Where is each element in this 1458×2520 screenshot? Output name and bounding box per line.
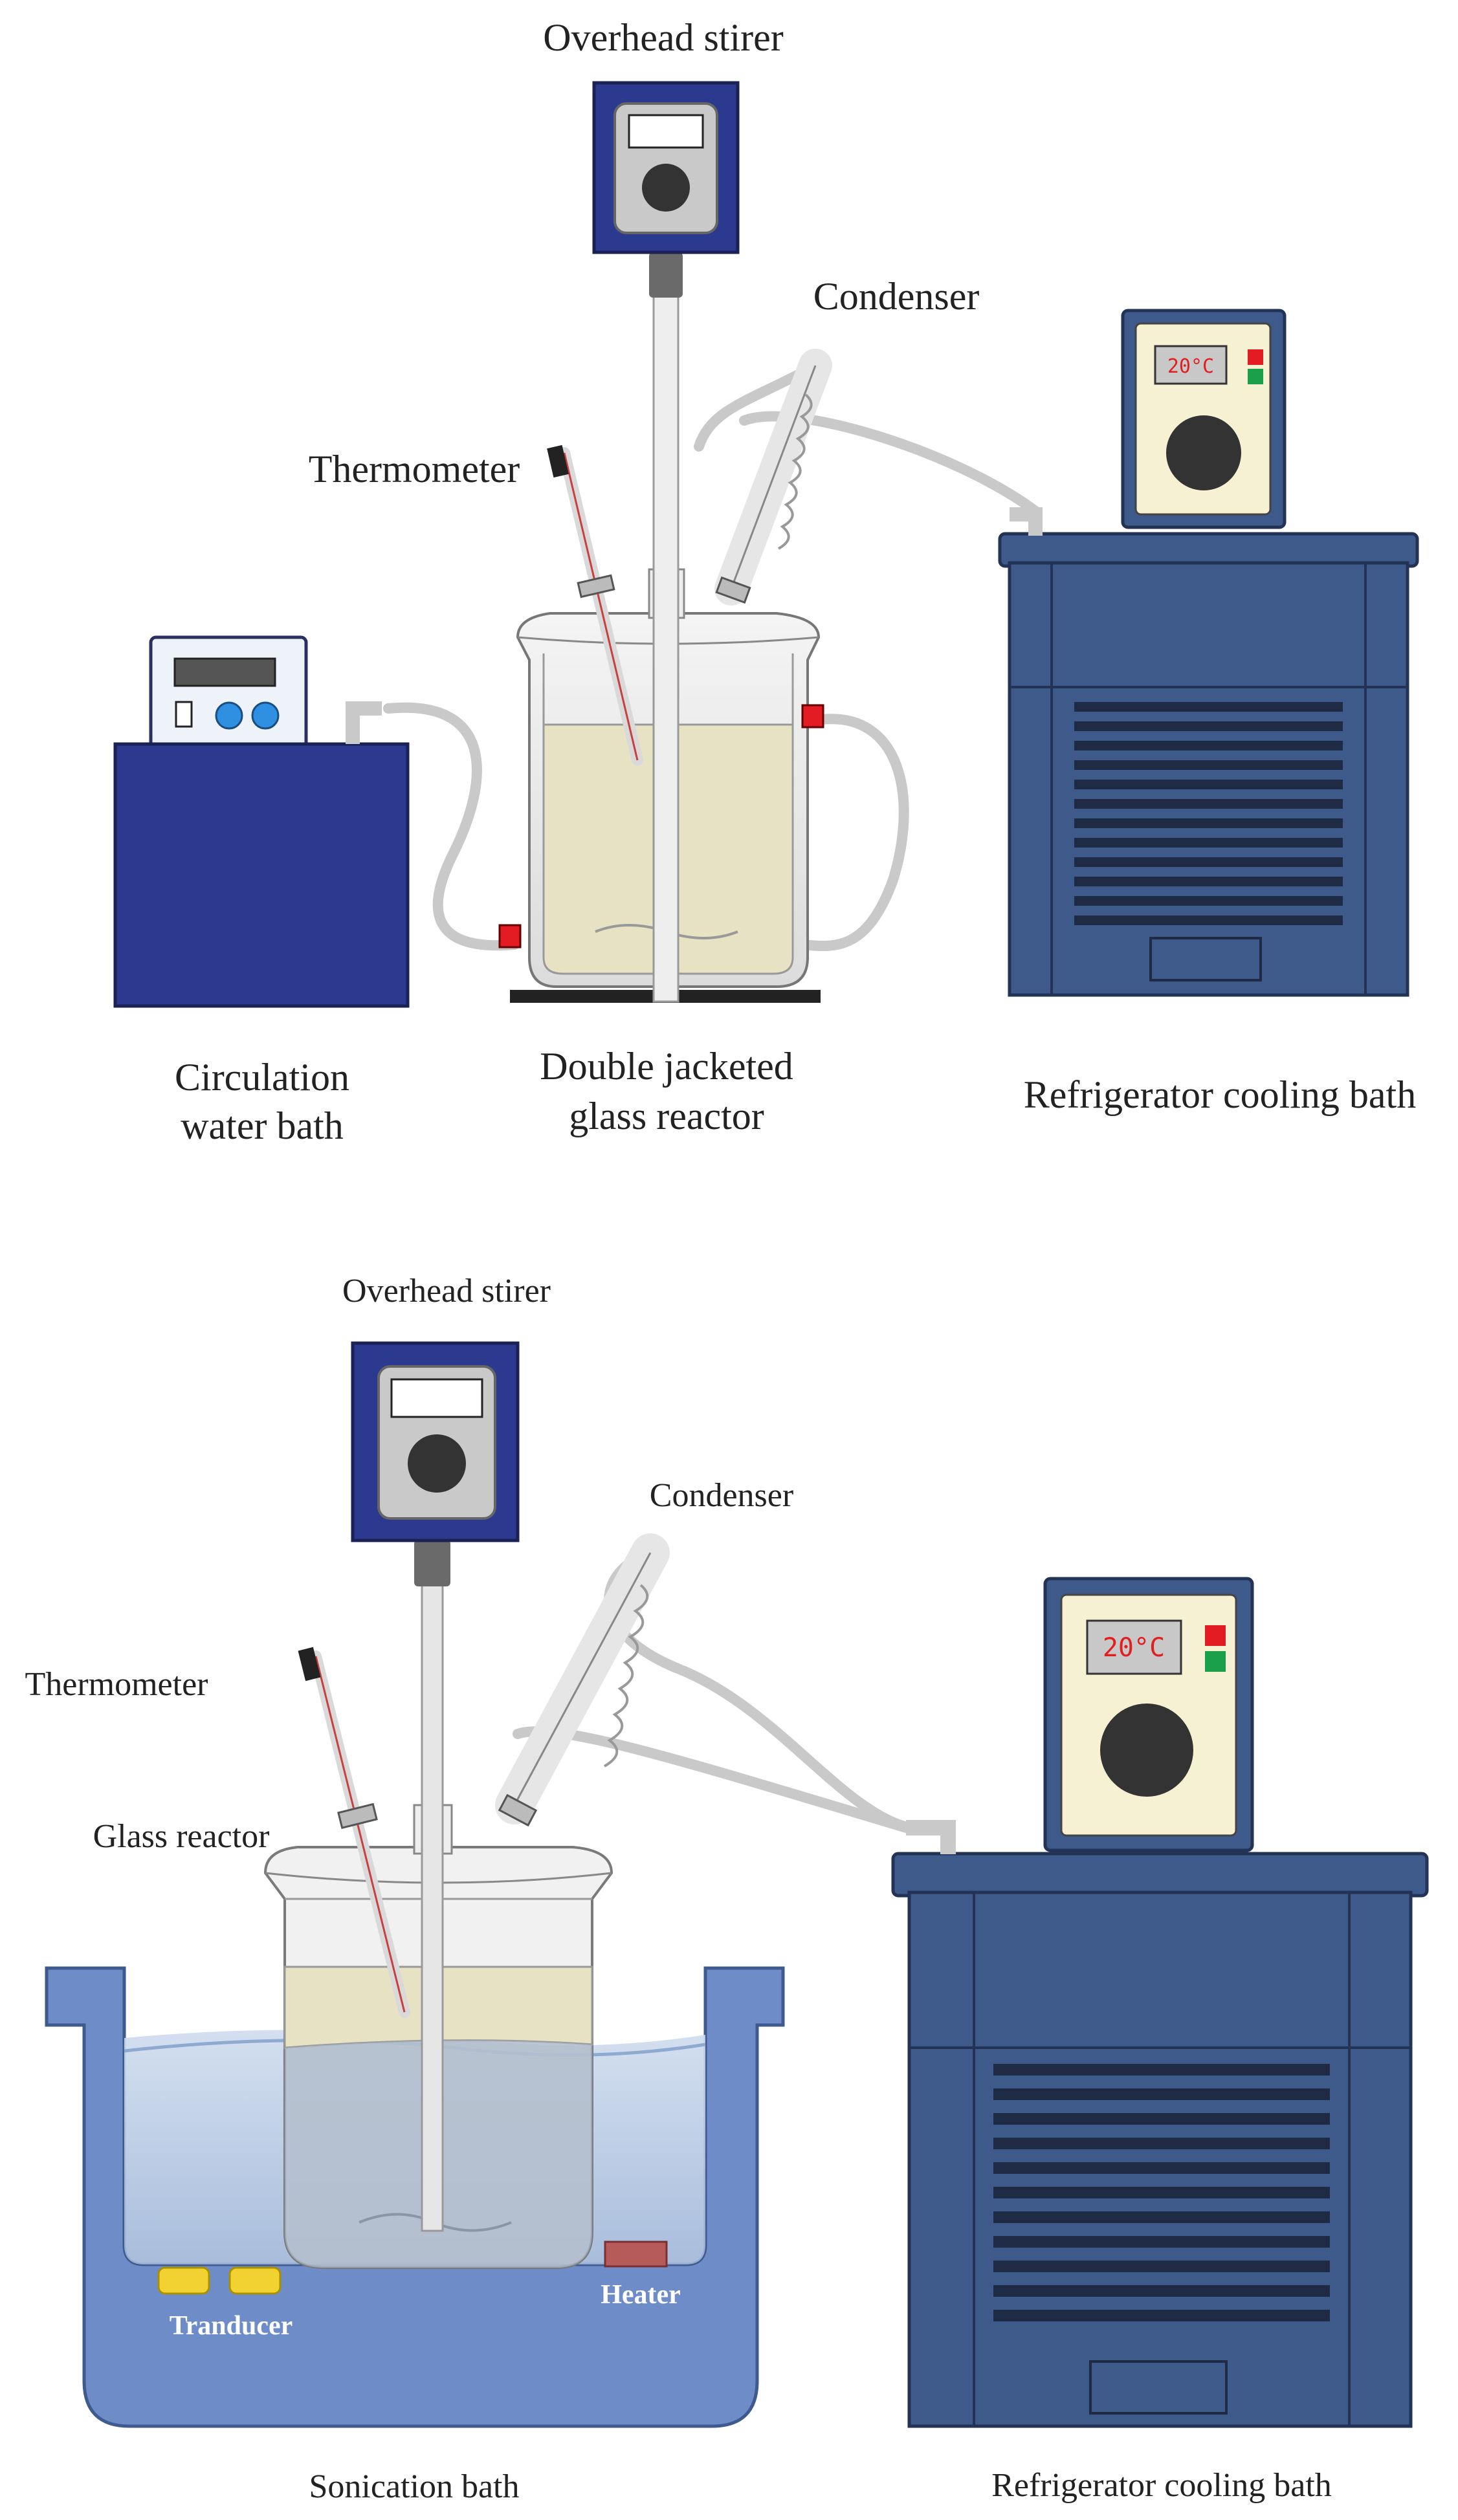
label-overhead-stirer-top: Overhead stirer bbox=[543, 16, 784, 59]
label-thermometer-top: Thermometer bbox=[309, 448, 520, 490]
refrigerator-cooling-bath-bottom bbox=[891, 1577, 1429, 2428]
label-reactor-line2: glass reactor bbox=[569, 1095, 764, 1137]
label-reactor-line1: Double jacketed bbox=[540, 1045, 793, 1088]
label-refrigerator-bottom: Refrigerator cooling bath bbox=[991, 2467, 1332, 2504]
label-sonication-bath: Sonication bath bbox=[309, 2468, 520, 2505]
overhead-stirer-top bbox=[592, 81, 740, 1003]
label-refrigerator-top: Refrigerator cooling bath bbox=[1024, 1073, 1416, 1116]
top-panel: Overhead stirer Condenser Thermometer Ci… bbox=[113, 16, 1419, 1147]
bottom-panel: Overhead stirer Condenser Thermometer Gl… bbox=[25, 1273, 1429, 2505]
label-overhead-stirer-bottom: Overhead stirer bbox=[342, 1273, 551, 1309]
refrigerator-cooling-bath-top bbox=[998, 309, 1419, 997]
label-condenser-bottom: Condenser bbox=[650, 1477, 793, 1514]
label-circulation-line2: water bath bbox=[181, 1104, 344, 1147]
label-circulation-line1: Circulation bbox=[175, 1056, 349, 1099]
label-heater: Heater bbox=[601, 2280, 681, 2310]
label-tranducer: Tranducer bbox=[170, 2311, 293, 2341]
condenser-bottom bbox=[495, 1533, 670, 1827]
thermometer-bottom bbox=[298, 1647, 410, 2018]
label-condenser-top: Condenser bbox=[813, 275, 980, 318]
circulation-water-bath bbox=[113, 635, 410, 1008]
display-temp-top: 20°C bbox=[1167, 355, 1214, 378]
tubing-top bbox=[383, 360, 1041, 952]
overhead-stirer-bottom bbox=[351, 1341, 520, 2232]
label-thermometer-bottom: Thermometer bbox=[25, 1666, 208, 1703]
label-glass-reactor: Glass reactor bbox=[93, 1818, 270, 1855]
thermometer-top bbox=[547, 444, 643, 766]
display-temp-bottom: 20°C bbox=[1103, 1633, 1165, 1663]
condenser-top bbox=[714, 349, 832, 606]
